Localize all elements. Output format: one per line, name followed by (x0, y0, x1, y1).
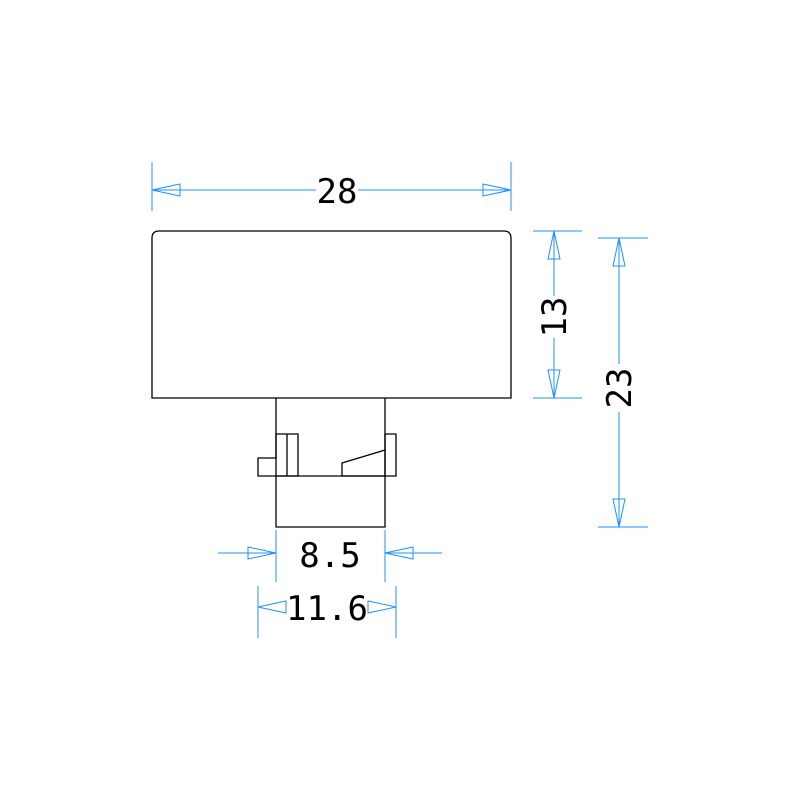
left-clip (257, 433, 299, 477)
dim-label-inner-width: 8.5 (299, 536, 360, 576)
dimension-overall-height: 23 (598, 237, 648, 528)
stem-upper (275, 398, 386, 476)
dimension-outer-width: 11.6 (257, 586, 397, 638)
dim-label-outer-width: 11.6 (286, 589, 368, 629)
dim-label-overall-width: 28 (317, 172, 358, 212)
dim-label-overall-height: 23 (600, 368, 640, 409)
body-rectangle (151, 230, 512, 399)
part-outline (151, 230, 512, 528)
dimension-inner-width: 8.5 (218, 530, 442, 582)
stem-lower (275, 476, 386, 528)
dimension-body-height: 13 (533, 230, 582, 399)
dim-label-body-height: 13 (535, 297, 575, 338)
dimension-overall-width: 28 (151, 162, 512, 212)
right-clip (341, 433, 397, 477)
